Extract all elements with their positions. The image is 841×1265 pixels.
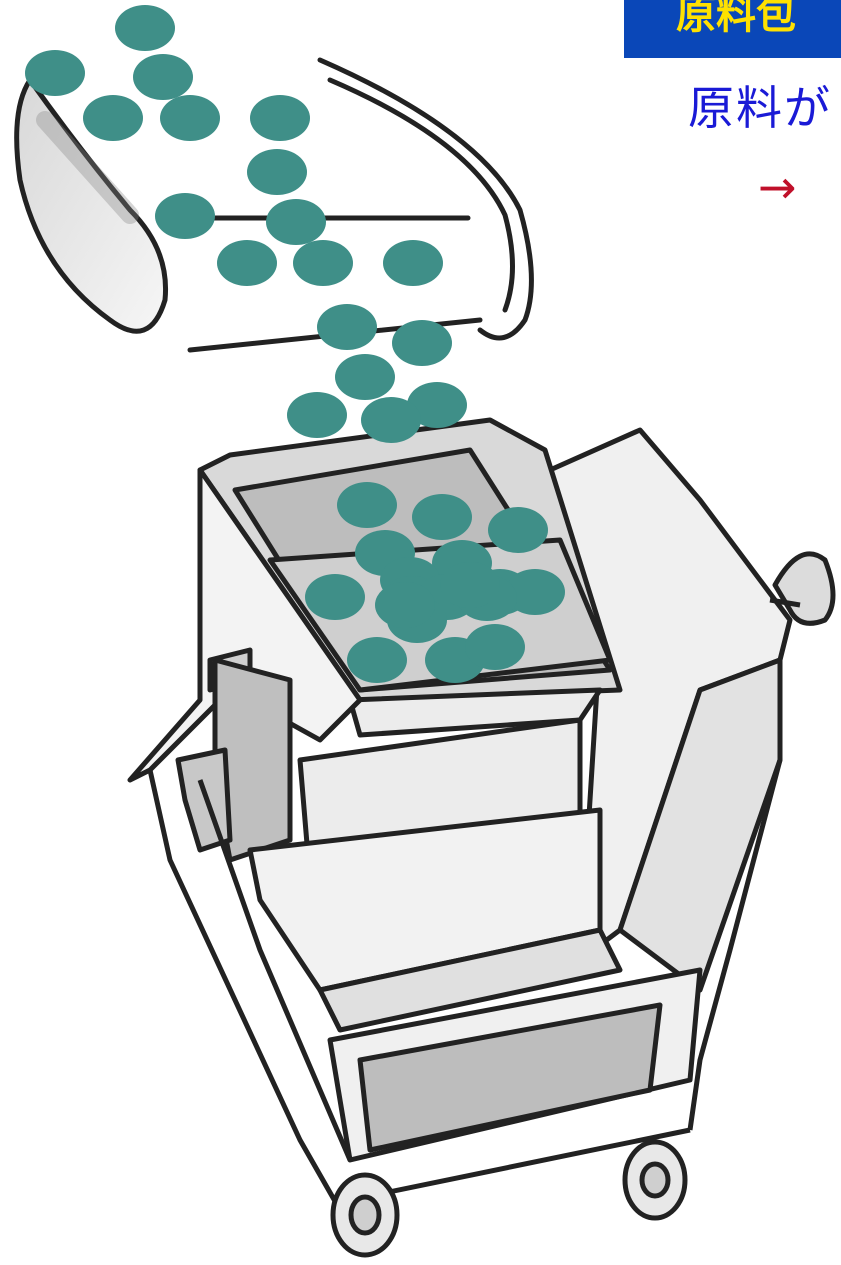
raw-material-pellet-icon [375, 582, 435, 628]
raw-material-pellet-icon [115, 5, 175, 51]
raw-material-pellet-icon [440, 562, 500, 608]
raw-material-pellet-icon [133, 54, 193, 100]
slide-subtitle: 原料が [688, 81, 832, 135]
arrow-icon: → [758, 160, 797, 214]
raw-material-pellets [25, 5, 565, 683]
raw-material-pellet-icon [247, 149, 307, 195]
hopper-machine-icon [127, 417, 836, 1258]
raw-material-pellet-icon [287, 392, 347, 438]
raw-material-pellet-icon [407, 382, 467, 428]
raw-material-pellet-icon [465, 624, 525, 670]
raw-material-pellet-icon [317, 304, 377, 350]
raw-material-pellet-icon [383, 240, 443, 286]
raw-material-pellet-icon [305, 574, 365, 620]
raw-material-pellet-icon [392, 320, 452, 366]
raw-material-pellet-icon [361, 397, 421, 443]
title-banner: 原料包 [624, 0, 841, 58]
raw-material-pellet-icon [488, 507, 548, 553]
raw-material-pellet-icon [347, 637, 407, 683]
raw-material-pellet-icon [83, 95, 143, 141]
raw-material-pellet-icon [335, 354, 395, 400]
raw-material-pellet-icon [266, 199, 326, 245]
raw-material-pellet-icon [160, 95, 220, 141]
raw-material-pellet-icon [250, 95, 310, 141]
slide-title: 原料包 [676, 0, 796, 38]
raw-material-pellet-icon [505, 569, 565, 615]
raw-material-pellet-icon [217, 240, 277, 286]
cart-wheel-icon [330, 1139, 688, 1258]
raw-material-pellet-icon [155, 193, 215, 239]
raw-material-pellet-icon [293, 240, 353, 286]
raw-material-pellet-icon [412, 494, 472, 540]
raw-material-pellet-icon [337, 482, 397, 528]
raw-material-pellet-icon [25, 50, 85, 96]
